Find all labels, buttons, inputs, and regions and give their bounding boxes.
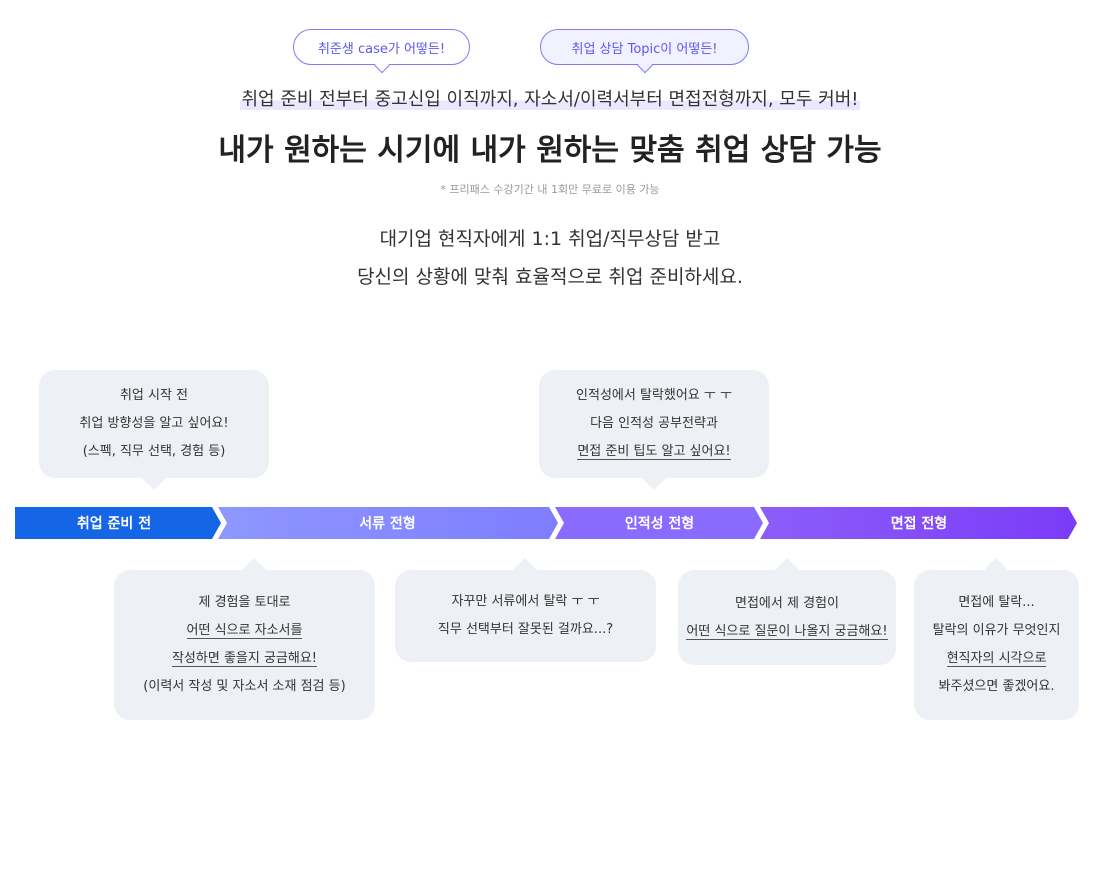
lead-highlight: 취업 준비 전부터 중고신입 이직까지, 자소서/이력서부터 면접전형까지, 모… [239, 89, 861, 110]
tag-pill-topic: 취업 상담 Topic이 어떻든! [540, 29, 749, 65]
description-line: 당신의 상황에 맞춰 효율적으로 취업 준비하세요. [357, 266, 743, 288]
bubble-line: 봐주셨으면 좋겠어요. [938, 679, 1055, 694]
bubble-line: 작성하면 좋을지 궁금해요! [171, 645, 318, 673]
bubble-line: (이력서 작성 및 자소서 소재 점검 등) [143, 679, 346, 694]
bubble-line: 어떤 식으로 질문이 나올지 궁금해요! [686, 618, 888, 646]
bubble-underlined: 면접 준비 팁도 알고 싶어요! [577, 444, 731, 460]
bubble-underlined: 작성하면 좋을지 궁금해요! [171, 651, 318, 667]
bubble-resume: .b1::before{} 제 경험을 토대로 어떤 식으로 자소서를 작성하면… [114, 570, 375, 720]
stage-progress-bar [15, 507, 1077, 539]
tag-pill-case: 취준생 case가 어떻든! [293, 29, 470, 65]
description-line: 대기업 현직자에게 1:1 취업/직무상담 받고 [379, 228, 721, 250]
lead-text: 취업 준비 전부터 중고신입 이직까지, 자소서/이력서부터 면접전형까지, 모… [0, 85, 1100, 111]
tag-pill-label: 취업 상담 Topic이 어떻든! [571, 41, 718, 57]
stage-label-aptitude: 인적성 전형 [624, 516, 695, 532]
bubble-line: 탈락의 이유가 무엇인지 [932, 623, 1061, 638]
stage-label-interview: 면접 전형 [890, 516, 948, 532]
bubble-line: 직무 선택부터 잘못된 걸까요...? [437, 622, 614, 637]
bubble-underlined: 현직자의 시각으로 [946, 651, 1047, 667]
bubble-line: 인적성에서 탈락했어요 ㅜ ㅜ [576, 388, 732, 403]
bubble-line: (스펙, 직무 선택, 경험 등) [82, 444, 226, 459]
bubble-line: 면접에 탈락... [958, 595, 1035, 610]
bubble-interview-question: 면접에서 제 경험이 어떤 식으로 질문이 나올지 궁금해요! [678, 570, 896, 665]
bubble-line: 취업 시작 전 [119, 388, 189, 403]
stage-segment-aptitude [555, 507, 763, 539]
bubble-underlined: 어떤 식으로 자소서를 [186, 623, 303, 639]
tag-pill-label: 취준생 case가 어떻든! [317, 41, 446, 57]
bubble-line: 제 경험을 토대로 [198, 595, 291, 610]
bubble-line: 현직자의 시각으로 [946, 645, 1047, 673]
stage-label-document: 서류 전형 [359, 516, 416, 532]
bubble-line: 취업 방향성을 알고 싶어요! [79, 416, 229, 431]
bubble-underlined: 어떤 식으로 질문이 나올지 궁금해요! [686, 623, 888, 640]
bubble-aptitude: 인적성에서 탈락했어요 ㅜ ㅜ 다음 인적성 공부전략과 면접 준비 팁도 알고… [539, 370, 769, 478]
bubble-interview-fail: 면접에 탈락... 탈락의 이유가 무엇인지 현직자의 시각으로 봐주셨으면 좋… [914, 570, 1079, 720]
bubble-line: 자꾸만 서류에서 탈락 ㅜ ㅜ [451, 594, 600, 609]
stage-segment-prep [15, 507, 221, 539]
bubble-line: 다음 인적성 공부전략과 [590, 416, 718, 431]
bubble-line: 면접 준비 팁도 알고 싶어요! [577, 438, 731, 466]
stage-segment-document [218, 507, 558, 539]
bubble-document-fail: 자꾸만 서류에서 탈락 ㅜ ㅜ 직무 선택부터 잘못된 걸까요...? [395, 570, 656, 662]
stage-segment-interview [760, 507, 1077, 539]
page-title: 내가 원하는 시기에 내가 원하는 맞춤 취업 상담 가능 [218, 133, 882, 168]
footnote: * 프리패스 수강기간 내 1회만 무료로 이용 가능 [440, 183, 660, 196]
bubble-line: 어떤 식으로 자소서를 [186, 617, 303, 645]
bubble-before-prep: 취업 시작 전 취업 방향성을 알고 싶어요! (스펙, 직무 선택, 경험 등… [39, 370, 269, 478]
stage-label-prep: 취업 준비 전 [76, 516, 152, 532]
bubble-line: 면접에서 제 경험이 [735, 595, 839, 611]
description: 대기업 현직자에게 1:1 취업/직무상담 받고 당신의 상황에 맞춰 효율적으… [0, 220, 1100, 296]
